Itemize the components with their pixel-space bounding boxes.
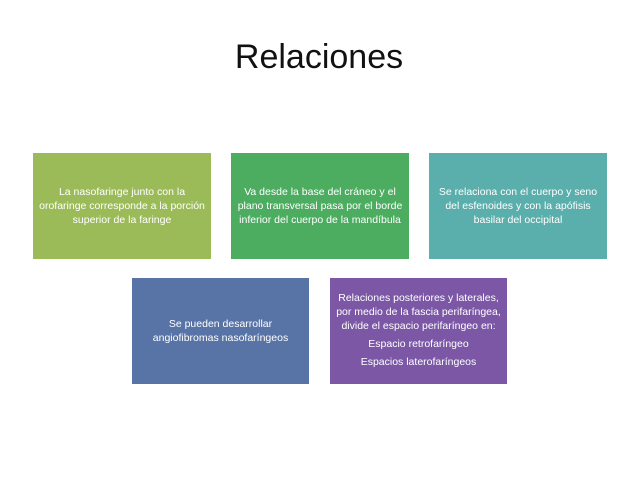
- relation-box-esfenoides: Se relaciona con el cuerpo y seno del es…: [429, 153, 607, 259]
- box-text: La nasofaringe junto con la orofaringe c…: [39, 185, 205, 227]
- box-list-item: Espacio retrofaríngeo: [368, 338, 469, 351]
- box-text: Va desde la base del cráneo y el plano t…: [237, 185, 403, 227]
- box-list-item: Espacios laterofaríngeos: [360, 356, 477, 369]
- relation-box-nasofaringe: La nasofaringe junto con la orofaringe c…: [33, 153, 211, 259]
- box-text: Se relaciona con el cuerpo y seno del es…: [438, 185, 598, 227]
- box-text: Se pueden desarrollar angiofibromas naso…: [152, 317, 289, 344]
- relation-box-espacio-perifaringeo: Relaciones posteriores y laterales, por …: [330, 278, 507, 384]
- relation-box-angiofibromas: Se pueden desarrollar angiofibromas naso…: [132, 278, 309, 384]
- slide-title: Relaciones: [234, 38, 404, 76]
- box-text: Relaciones posteriores y laterales, por …: [336, 291, 501, 332]
- relation-box-plano-transversal: Va desde la base del cráneo y el plano t…: [231, 153, 409, 259]
